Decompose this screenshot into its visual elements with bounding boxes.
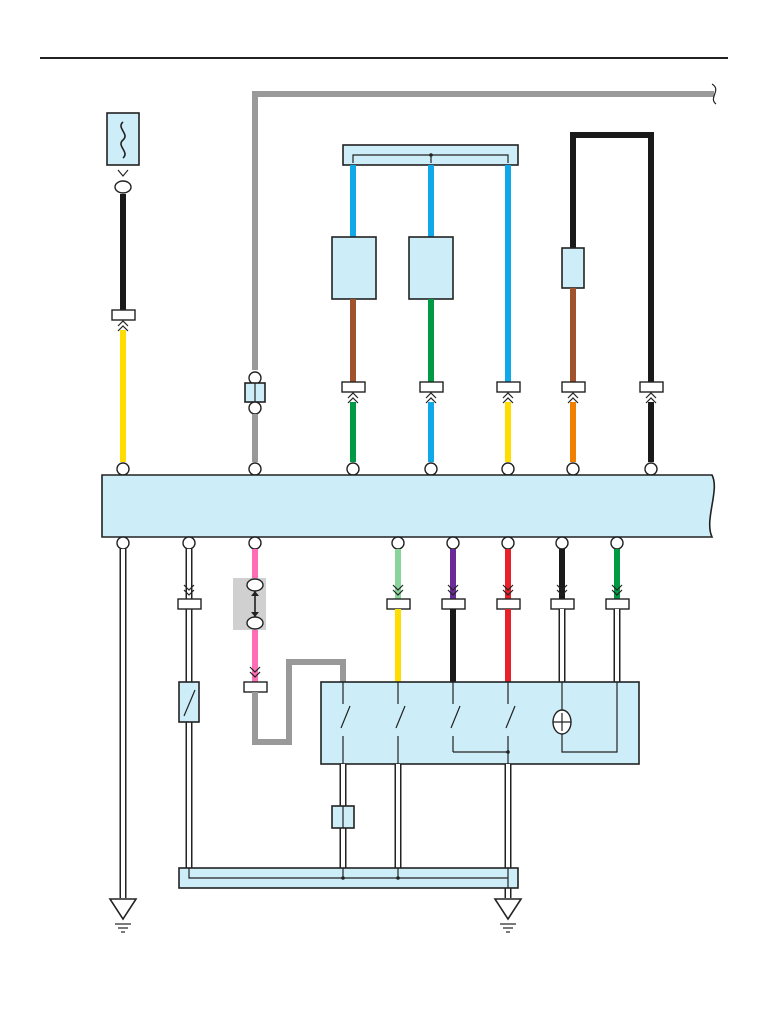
wire-black-loop: [570, 132, 654, 382]
fuse: [106, 112, 140, 177]
fuse-icon: [120, 121, 126, 159]
component-a: [331, 236, 377, 300]
switch-icon: [395, 682, 406, 764]
ground-icon: [108, 898, 138, 921]
motor-icon: [552, 709, 572, 735]
switch-icon: [450, 682, 461, 752]
component-b: [408, 236, 454, 300]
switch-module: [320, 681, 640, 765]
wire-break-mark: [711, 83, 717, 105]
ecu-box: [101, 474, 716, 538]
wire-gray-top: [252, 91, 714, 370]
ground-icon: [493, 898, 523, 921]
fuse-terminal: [114, 180, 132, 194]
component-c: [561, 247, 585, 289]
switch-icon: [340, 682, 351, 764]
ground-left: [108, 898, 138, 933]
ground-right: [493, 898, 523, 933]
connector-fuse: [111, 309, 136, 321]
switch-icon: [505, 682, 516, 764]
switch-box-left: [178, 681, 200, 723]
wire-gray-lower-loop: [252, 659, 346, 745]
switch-icon: [183, 689, 196, 717]
